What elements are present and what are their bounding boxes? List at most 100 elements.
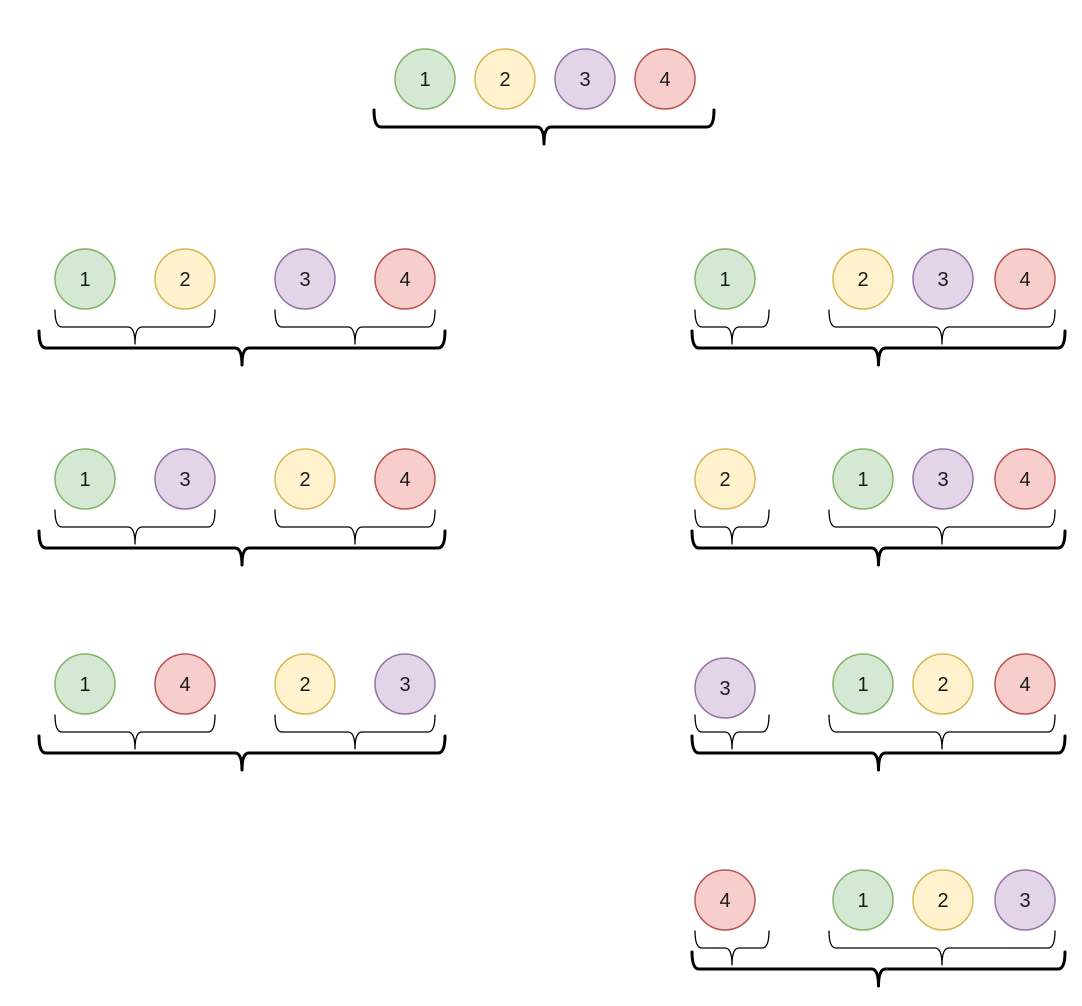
- node-2: 2: [912, 653, 974, 715]
- node-label: 4: [659, 69, 670, 91]
- group-brace-left: [694, 714, 770, 750]
- split-1-3: 4 1 2 3: [690, 869, 1067, 988]
- node-label: 4: [719, 890, 730, 912]
- node-label: 3: [1019, 890, 1030, 912]
- split-1-3: 2 1 3 4: [690, 448, 1067, 567]
- group-brace-right: [274, 509, 436, 545]
- node-3: 3: [274, 248, 336, 310]
- node-circle: [274, 248, 336, 310]
- node-label: 2: [299, 469, 310, 491]
- node-4: 4: [694, 869, 756, 931]
- node-circle: [694, 248, 756, 310]
- node-circle: [694, 869, 756, 931]
- node-3: 3: [154, 448, 216, 510]
- split-brace: [690, 329, 1067, 367]
- group-brace-right: [828, 509, 1056, 545]
- node-3: 3: [912, 448, 974, 510]
- node-circle: [994, 869, 1056, 931]
- node-4: 4: [154, 653, 216, 715]
- node-3: 3: [912, 248, 974, 310]
- node-1: 1: [54, 248, 116, 310]
- node-label: 1: [719, 269, 730, 291]
- group-brace-right: [274, 309, 436, 345]
- node-1: 1: [832, 653, 894, 715]
- node-label: 4: [1019, 269, 1030, 291]
- node-label: 1: [79, 269, 90, 291]
- node-circle: [274, 448, 336, 510]
- node-circle: [994, 248, 1056, 310]
- node-circle: [154, 653, 216, 715]
- node-label: 4: [399, 269, 410, 291]
- node-circle: [832, 653, 894, 715]
- node-circle: [694, 657, 756, 719]
- node-label: 3: [299, 269, 310, 291]
- node-label: 1: [79, 469, 90, 491]
- group-brace-left: [54, 509, 216, 545]
- node-label: 2: [937, 674, 948, 696]
- split-brace: [37, 734, 447, 772]
- node-2: 2: [274, 653, 336, 715]
- split-2-2: 1 2 3 4: [37, 248, 447, 367]
- split-1-3: 3 1 2 4: [690, 653, 1067, 772]
- split-brace: [37, 529, 447, 567]
- node-label: 2: [179, 269, 190, 291]
- node-label: 3: [719, 678, 730, 700]
- node-circle: [832, 248, 894, 310]
- node-circle: [832, 869, 894, 931]
- node-label: 2: [299, 674, 310, 696]
- node-3: 3: [554, 48, 616, 110]
- split-brace: [690, 734, 1067, 772]
- split-brace: [690, 529, 1067, 567]
- node-label: 2: [719, 469, 730, 491]
- node-circle: [994, 653, 1056, 715]
- node-circle: [54, 448, 116, 510]
- node-label: 2: [937, 890, 948, 912]
- group-brace-right: [828, 309, 1056, 345]
- node-1: 1: [832, 869, 894, 931]
- group-brace-left: [54, 714, 216, 750]
- node-circle: [832, 448, 894, 510]
- node-label: 3: [179, 469, 190, 491]
- group-brace-left: [694, 309, 770, 345]
- node-1: 1: [54, 653, 116, 715]
- split-brace: [690, 950, 1067, 988]
- node-1: 1: [832, 448, 894, 510]
- node-2: 2: [474, 48, 536, 110]
- node-circle: [912, 653, 974, 715]
- node-circle: [374, 248, 436, 310]
- node-circle: [394, 48, 456, 110]
- node-label: 4: [1019, 674, 1030, 696]
- node-circle: [634, 48, 696, 110]
- node-4: 4: [374, 448, 436, 510]
- node-4: 4: [994, 448, 1056, 510]
- node-label: 3: [937, 269, 948, 291]
- node-label: 1: [857, 890, 868, 912]
- node-1: 1: [394, 48, 456, 110]
- node-circle: [374, 448, 436, 510]
- node-circle: [474, 48, 536, 110]
- node-4: 4: [994, 248, 1056, 310]
- node-label: 4: [399, 469, 410, 491]
- node-circle: [154, 448, 216, 510]
- group-brace-right: [828, 930, 1056, 966]
- node-circle: [912, 869, 974, 931]
- group-brace-right: [274, 714, 436, 750]
- group-brace-left: [694, 930, 770, 966]
- node-label: 1: [857, 469, 868, 491]
- node-2: 2: [694, 448, 756, 510]
- split-brace: [37, 329, 447, 367]
- node-circle: [554, 48, 616, 110]
- node-3: 3: [994, 869, 1056, 931]
- node-4: 4: [374, 248, 436, 310]
- node-2: 2: [274, 448, 336, 510]
- node-label: 2: [857, 269, 868, 291]
- node-4: 4: [994, 653, 1056, 715]
- split-2-2: 1 3 2 4: [37, 448, 447, 567]
- node-circle: [154, 248, 216, 310]
- node-label: 4: [179, 674, 190, 696]
- node-label: 1: [79, 674, 90, 696]
- node-label: 3: [937, 469, 948, 491]
